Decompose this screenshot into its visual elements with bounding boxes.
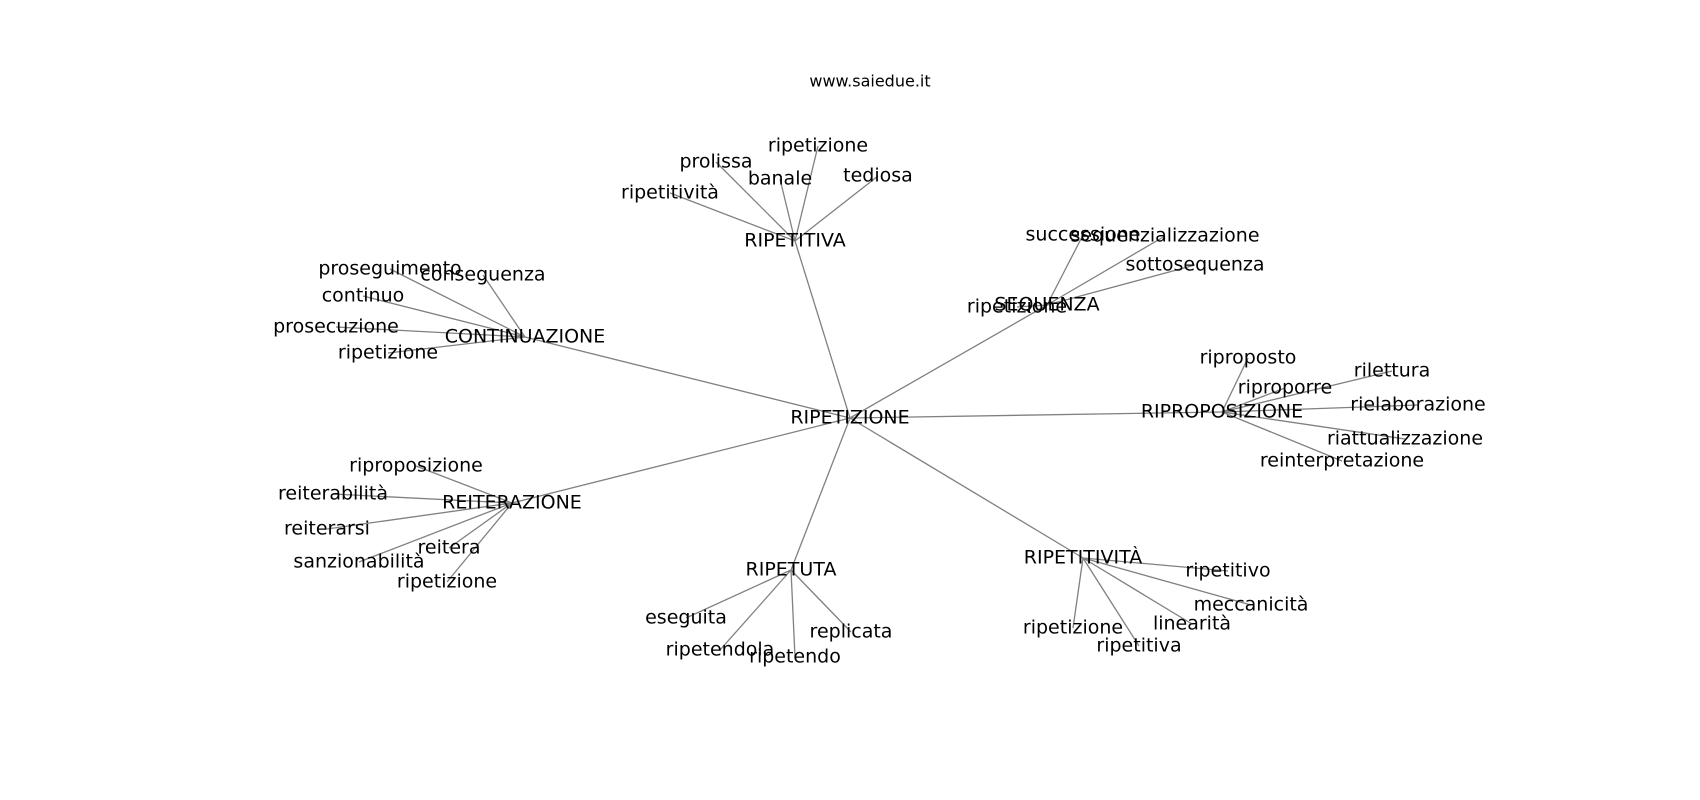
edge-reiterazione-reitera [448,502,513,549]
node-leaf-riproposizione-rilettura: rilettura [1354,360,1430,382]
edge-ripetitiva-tediosa [794,175,879,242]
source-label: www.saiedue.it [809,72,930,91]
node-leaf-ripetuta-replicata: replicata [810,621,893,643]
node-leaf-riproposizione-riproporre: riproporre [1238,377,1332,399]
edge-reiterazione-sanzionabilita [358,502,513,563]
node-leaf-sequenza-successione: successione [1026,224,1141,246]
node-center-ripetizione: RIPETIZIONE [790,407,909,429]
node-leaf-ripetitivita-meccanicita: meccanicità [1194,594,1309,616]
edge-ripetitivita-ripetizione [1072,557,1084,629]
node-leaf-ripetitiva-banale: banale [748,168,812,190]
edge-reiterazione-ripetizione [446,502,513,583]
node-hub-ripetitiva: RIPETITIVA [744,230,845,252]
node-leaf-continuazione-ripetizione: ripetizione [338,342,438,364]
node-leaf-riproposizione-rielaborazione: rielaborazione [1350,394,1485,416]
node-leaf-continuazione-continuo: continuo [322,285,405,307]
node-hub-reiterazione: REITERAZIONE [442,492,582,514]
edge-center-sequenza [849,304,1048,419]
edge-sequenza-successione [1046,234,1084,306]
node-leaf-ripetitivita-ripetitiva: ripetitiva [1096,635,1181,657]
node-leaf-reiterazione-riproposizione: riproposizione [349,455,483,477]
edge-layer [326,145,1419,658]
node-leaf-reiterazione-ripetizione: ripetizione [397,571,497,593]
edge-reiterazione-riproposizione [415,465,513,504]
node-leaf-reiterazione-reiterarsi: reiterarsi [284,518,370,540]
node-hub-sequenza: SEQUENZA [994,294,1099,316]
node-leaf-ripetitiva-prolissa: prolissa [679,151,752,173]
node-hub-ripetitivita: RIPETITIVITÀ [1024,546,1142,569]
edge-continuazione-proseguimento [389,268,526,338]
edge-center-ripetitivita [849,417,1084,559]
node-leaf-reiterazione-reitera: reitera [418,537,481,559]
edge-ripetitivita-ripetitiva [1082,557,1140,647]
edge-reiterazione-reiterabilita [332,493,513,504]
label-layer: RIPETIZIONE RIPETITIVA prolissa ripetizione… [273,135,1486,668]
node-leaf-sequenza-ripetizione: ripetizione [967,296,1067,318]
node-leaf-sequenza-sottosequenza: sottosequenza [1125,254,1264,276]
edge-ripetitiva-prolissa [715,161,796,242]
node-leaf-reiterazione-sanzionabilita: sanzionabilità [293,551,424,573]
node-leaf-ripetuta-ripetendola: ripetendola [666,639,775,661]
edge-riproposizione-rielaborazione [1221,404,1419,413]
edge-ripetitivita-linearita [1082,557,1193,625]
node-leaf-ripetuta-eseguita: eseguita [645,607,727,629]
node-leaf-sequenza-sequenzializzazione: sequenzializzazione [1070,225,1259,247]
edge-ripetuta-replicata [790,569,852,633]
edge-ripetuta-ripetendo [790,569,796,658]
edge-ripetuta-ripetendola [719,569,792,651]
node-leaf-ripetitiva-ripetitivita: ripetitività [621,182,719,204]
node-hub-riproposizione: RIPROPOSIZIONE [1141,401,1303,423]
edge-reiterazione-reiterarsi [326,502,513,530]
node-leaf-ripetitiva-tediosa: tediosa [843,165,913,187]
node-leaf-ripetitiva-ripetizione: ripetizione [768,135,868,157]
edge-sequenza-ripetizione [1016,304,1048,308]
edge-ripetitiva-ripetitivita [669,192,796,242]
edge-center-ripetuta [790,417,851,571]
edge-riproposizione-reinterpretazione [1221,411,1343,462]
node-hub-continuazione: CONTINUAZIONE [445,326,606,348]
edge-ripetitivita-meccanicita [1082,557,1252,606]
node-leaf-riproposizione-riproposto: riproposto [1200,347,1297,369]
node-leaf-ripetitivita-linearita: linearità [1153,613,1231,635]
edge-sequenza-sequenzializzazione [1046,235,1166,306]
edge-center-riproposizione [849,411,1223,419]
edge-riproposizione-riproporre [1221,387,1286,413]
edge-continuazione-ripetizione [387,336,526,354]
edge-center-reiterazione [511,417,851,504]
edge-ripetitiva-ripetizione [794,145,819,242]
node-leaf-ripetitivita-ripetitivo: ripetitivo [1185,560,1270,582]
edge-sequenza-sottosequenza [1046,264,1196,306]
edge-riproposizione-rilettura [1221,370,1393,413]
edge-ripetitivita-ripetitivo [1082,557,1229,572]
edge-center-continuazione [524,336,851,419]
edge-continuazione-prosecuzione [335,326,526,338]
edge-ripetitiva-banale [779,178,796,242]
edge-ripetuta-eseguita [685,569,792,619]
node-leaf-continuazione-conseguenza: conseguenza [420,264,545,286]
node-leaf-continuazione-prosecuzione: prosecuzione [273,316,399,338]
node-leaf-riproposizione-riattualizzazione: riattualizzazione [1327,428,1483,450]
edge-riproposizione-riproposto [1221,357,1249,413]
node-leaf-riproposizione-reinterpretazione: reinterpretazione [1260,450,1424,472]
node-leaf-reiterazione-reiterabilita: reiterabilità [278,483,388,505]
edge-continuazione-conseguenza [482,274,526,338]
node-leaf-ripetuta-ripetendo: ripetendo [749,646,841,668]
node-leaf-continuazione-proseguimento: proseguimento [318,258,461,280]
edge-continuazione-continuo [362,295,526,338]
node-leaf-ripetitivita-ripetizione: ripetizione [1023,617,1123,639]
node-hub-ripetuta: RIPETUTA [746,559,837,581]
edge-riproposizione-riattualizzazione [1221,411,1406,440]
edge-center-ripetitiva [794,240,851,419]
